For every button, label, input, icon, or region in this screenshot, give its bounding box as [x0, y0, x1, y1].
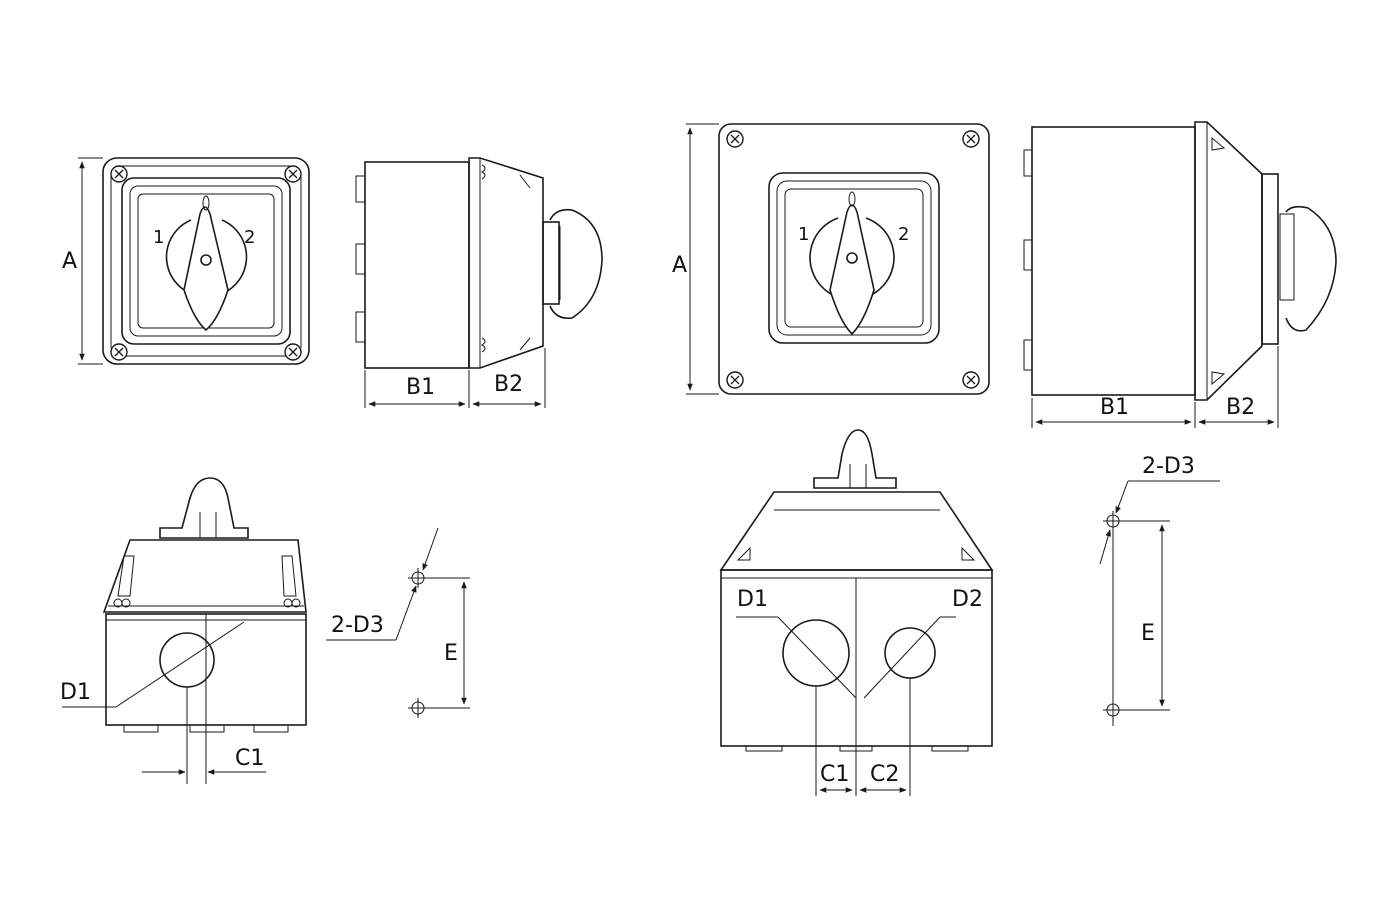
large-gland-d1 — [782, 619, 850, 687]
large-dim-d3-label: 2-D3 — [1142, 454, 1195, 479]
large-bottom-view: D1 D2 C1 C2 — [719, 429, 994, 796]
large-dim-c2-label: C2 — [870, 762, 899, 787]
large-dim-d1-label: D1 — [737, 587, 768, 612]
large-dim-c1-label: C1 — [820, 762, 849, 787]
small-dim-b2-label: B2 — [494, 372, 523, 397]
small-front-face — [121, 177, 291, 345]
large-pos-1-label: 1 — [798, 224, 809, 245]
small-side-body — [364, 161, 470, 369]
screw-icon — [726, 371, 744, 389]
small-pos-2-label: 2 — [244, 227, 255, 248]
screw-icon — [284, 165, 302, 183]
large-dim-d2-label: D2 — [952, 587, 983, 612]
small-dim-e-label: E — [444, 641, 458, 666]
screw-icon — [962, 371, 980, 389]
small-pos-0-mark — [202, 195, 210, 211]
screw-icon — [110, 343, 128, 361]
small-mounting-view: E 2-D3 — [326, 527, 470, 718]
large-gland-d2 — [884, 627, 936, 679]
large-knob-handle — [829, 204, 875, 336]
large-pos-2-label: 2 — [898, 224, 909, 245]
screw-icon — [962, 130, 980, 148]
large-dim-b1-label: B1 — [1100, 395, 1129, 420]
large-front-face — [768, 172, 940, 344]
large-dim-b2-label: B2 — [1226, 395, 1255, 420]
large-dim-a-label: A — [672, 253, 687, 278]
small-front-view: 1 2 A — [62, 157, 310, 365]
large-side-cover — [1194, 121, 1263, 401]
large-front-view: 1 2 A — [672, 123, 990, 395]
small-bottom-cover — [102, 539, 307, 613]
small-pos-1-label: 1 — [153, 227, 164, 248]
large-mounting-view: E 2-D3 — [1099, 454, 1220, 726]
large-pos-0-mark — [848, 191, 856, 207]
screw-icon — [110, 165, 128, 183]
large-bottom-knob — [813, 429, 897, 489]
large-side-view: B1 B2 — [1023, 121, 1337, 428]
small-dim-d3-label: 2-D3 — [331, 613, 384, 638]
small-knob-handle — [183, 206, 229, 332]
small-knob-center — [200, 254, 212, 266]
large-knob-center — [846, 252, 858, 264]
small-side-shaft — [542, 221, 560, 305]
small-side-knob — [549, 208, 603, 320]
large-side-shaft — [1261, 173, 1279, 345]
large-side-body — [1031, 126, 1196, 396]
large-dim-e-label: E — [1141, 621, 1155, 646]
small-bottom-view: D1 C1 — [60, 477, 307, 784]
large-bottom-cover — [719, 491, 994, 571]
small-bottom-knob — [159, 477, 249, 539]
small-dim-d1-label: D1 — [60, 680, 91, 705]
screw-icon — [726, 130, 744, 148]
small-dim-a-label: A — [62, 249, 77, 274]
large-front-housing — [718, 123, 990, 395]
small-dim-b1-label: B1 — [406, 375, 435, 400]
small-dim-c1-label: C1 — [235, 746, 264, 771]
small-side-view: B1 B2 — [355, 157, 603, 408]
screw-icon — [284, 343, 302, 361]
small-front-housing — [102, 157, 310, 365]
large-side-knob — [1285, 205, 1337, 332]
